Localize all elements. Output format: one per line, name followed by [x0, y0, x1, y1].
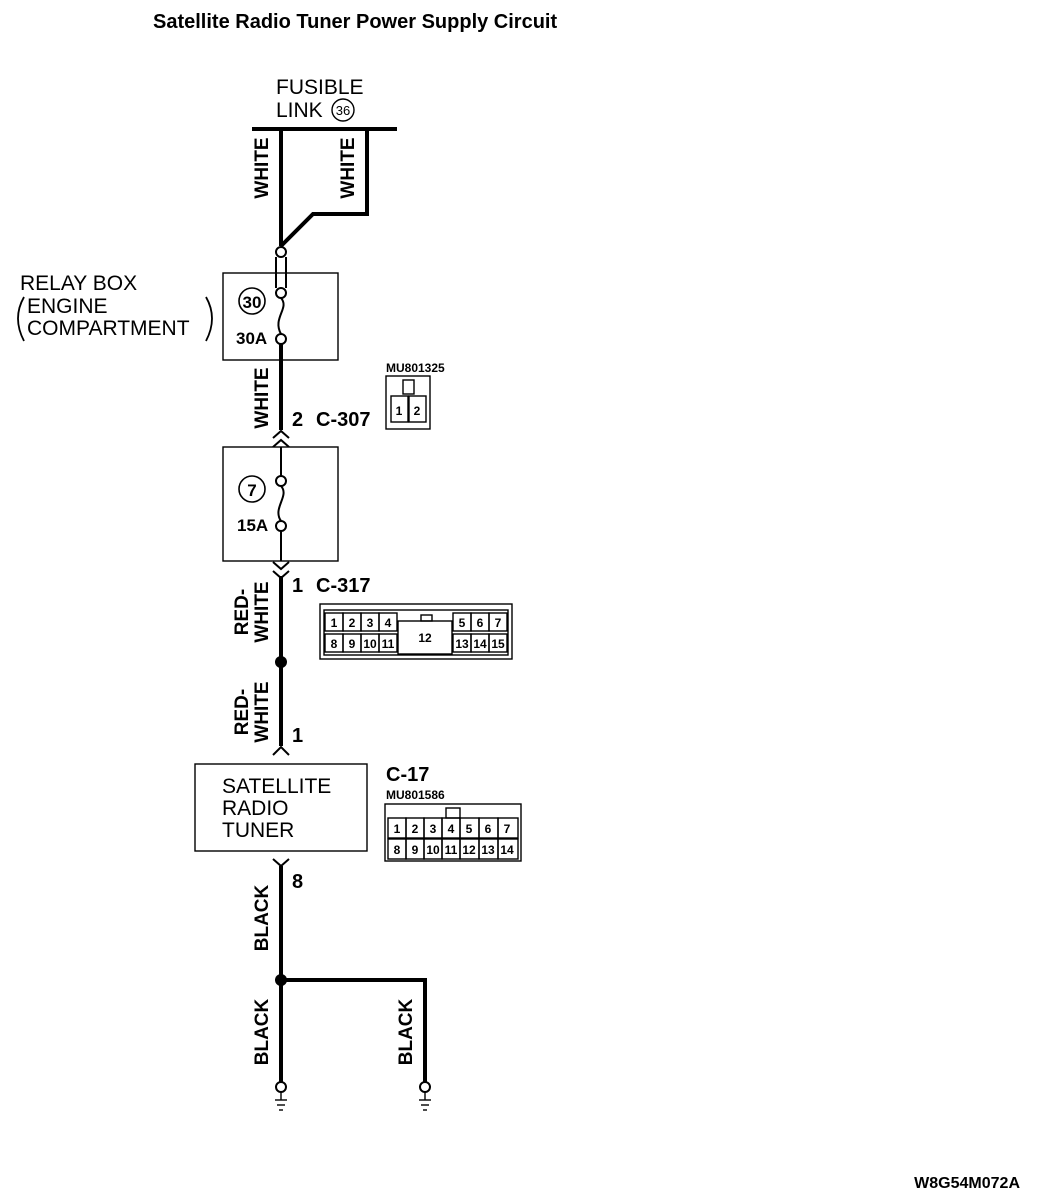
tuner-label-2: RADIO	[222, 797, 289, 820]
c307-name-label: C-307	[316, 409, 370, 431]
tuner-input-pin: 1	[292, 725, 303, 747]
c317-name-label: C-317	[316, 575, 370, 597]
tuner-label-1: SATELLITE	[222, 775, 331, 798]
fusible-link-number-circle	[331, 98, 355, 122]
c17-pin-11: 11	[445, 843, 458, 857]
wire-label-black-3: BLACK	[396, 998, 417, 1065]
c17-pin-12: 12	[462, 843, 476, 857]
c317-pin-4: 4	[385, 616, 392, 630]
relay-box-label-3: COMPARTMENT	[27, 317, 190, 340]
wire-label-black-1: BLACK	[252, 884, 273, 951]
fuse-30-rating: 30A	[236, 329, 267, 348]
wire-label-white-left: WHITE	[252, 137, 273, 198]
connector-c307-female	[272, 438, 290, 448]
c317-pin-6: 6	[477, 616, 484, 630]
c317-pin-label: 1	[292, 575, 303, 597]
c317-top-row: 1 2 3 4 5 6 7	[324, 612, 508, 632]
fusible-link-label-2: LINK	[276, 99, 323, 122]
c307-pin-label: 2	[292, 409, 303, 431]
ground-icon	[275, 1081, 287, 1111]
wire-label-white-right: WHITE	[338, 137, 359, 198]
c317-mid-cavity	[397, 620, 453, 655]
c317-pin-9: 9	[349, 637, 356, 651]
c317-inner-frame	[323, 609, 509, 656]
satellite-radio-tuner	[194, 763, 368, 852]
c17-pin-1: 1	[394, 822, 401, 836]
wire-label-red-white-1b: WHITE	[252, 581, 273, 642]
c17-name-label: C-17	[386, 764, 429, 786]
connector-c307-male	[272, 429, 290, 439]
fuse-30-number: 30	[243, 293, 262, 312]
c317-pin-11: 11	[382, 637, 395, 651]
c307-pin-1: 1	[396, 404, 403, 418]
fusible-link-number: 36	[336, 103, 350, 118]
fuse-7-rating: 15A	[237, 516, 268, 535]
fuse-30-element	[277, 297, 285, 335]
fuse-7-number-circle	[238, 475, 266, 503]
c317-pin-8: 8	[331, 637, 338, 651]
c307-part-number: MU801325	[386, 361, 445, 375]
c17-pin-4: 4	[448, 822, 455, 836]
c317-pin-2: 2	[349, 616, 356, 630]
c17-pin-8: 8	[394, 843, 401, 857]
relay-box-paren-right	[205, 296, 213, 342]
splice-point-1	[275, 656, 287, 668]
c17-pin-6: 6	[485, 822, 492, 836]
fuse-7-number: 7	[247, 481, 256, 500]
c17-pin-7: 7	[504, 822, 511, 836]
c17-pin-2: 2	[412, 822, 419, 836]
fusible-link-label: FUSIBLE	[276, 76, 364, 99]
fuse-30-number-circle	[238, 287, 266, 315]
c307-pin-2: 2	[414, 404, 421, 418]
c17-bottom-row: 8 9 10 11 12 13 14	[387, 838, 519, 860]
c17-pin-10: 10	[426, 843, 440, 857]
wire-label-red-white-1a: RED-	[232, 589, 253, 635]
c317-bottom-row: 8 9 10 11 13 14 15	[324, 633, 508, 653]
fuse-7-element	[277, 485, 285, 522]
c317-pin-15: 15	[491, 637, 505, 651]
c307-latch	[402, 379, 415, 395]
tuner-input-connector	[272, 745, 290, 756]
wire-label-red-white-2b: WHITE	[252, 681, 273, 742]
c17-pin-13: 13	[481, 843, 495, 857]
relay-box-label-2: ENGINE	[27, 295, 108, 318]
wire-label-red-white-2a: RED-	[232, 689, 253, 735]
c17-part-number: MU801586	[386, 788, 445, 802]
tuner-label-3: TUNER	[222, 819, 294, 842]
tuner-output-pin: 8	[292, 871, 303, 893]
relay-box-label-1: RELAY BOX	[20, 272, 137, 295]
wire-black-branch	[281, 978, 427, 1082]
c307-cavity-2	[408, 395, 427, 423]
ground-icon	[419, 1081, 431, 1111]
splice-terminal	[275, 246, 287, 258]
c317-pin-5: 5	[459, 616, 466, 630]
c17-pin-9: 9	[412, 843, 419, 857]
c17-pin-5: 5	[466, 822, 473, 836]
tuner-output-connector	[272, 858, 290, 868]
wire-label-black-2: BLACK	[252, 998, 273, 1065]
c317-pin-3: 3	[367, 616, 374, 630]
connector-c317-male	[272, 561, 290, 571]
c317-pin-12: 12	[418, 631, 432, 645]
c317-pin-14: 14	[473, 637, 487, 651]
relay-box-paren-left	[17, 296, 25, 342]
c317-pin-10: 10	[363, 637, 377, 651]
c317-pin-1: 1	[331, 616, 338, 630]
wire-label-white-mid: WHITE	[252, 367, 273, 428]
c17-pin-3: 3	[430, 822, 437, 836]
figure-id: W8G54M072A	[914, 1175, 1020, 1192]
c307-cavity-1	[390, 395, 409, 423]
diagram-title: Satellite Radio Tuner Power Supply Circu…	[153, 11, 557, 33]
c17-pin-14: 14	[500, 843, 514, 857]
c317-pin-7: 7	[495, 616, 502, 630]
c17-top-row: 1 2 3 4 5 6 7	[387, 817, 519, 839]
c317-pin-13: 13	[455, 637, 469, 651]
wire-white-right	[279, 129, 369, 248]
